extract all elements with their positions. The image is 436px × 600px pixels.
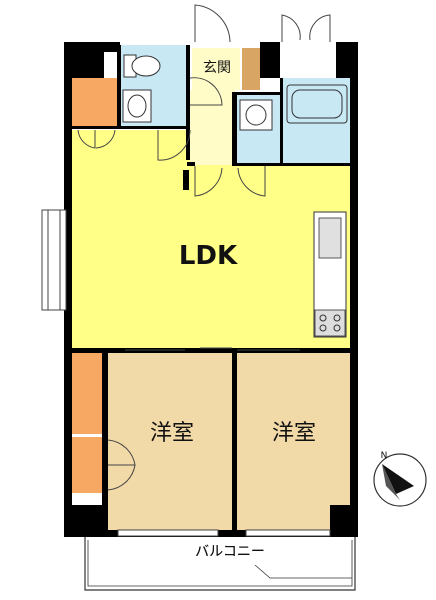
closet-top-left — [70, 78, 120, 126]
bay-window-left — [41, 209, 67, 311]
toilet-icon — [123, 54, 161, 78]
balcony-window-left — [117, 529, 219, 537]
western-room-right-label: 洋室 — [272, 421, 316, 446]
entrance-area — [192, 48, 240, 90]
wash-basin-icon — [122, 89, 152, 123]
bathtub-icon — [286, 84, 348, 124]
western-room-left-label: 洋室 — [150, 421, 194, 446]
balcony-label-fg: バルコニー — [195, 544, 265, 560]
closet-left-2 — [70, 437, 102, 493]
ldk-hall-extension — [190, 90, 235, 165]
windows — [41, 209, 331, 537]
north-label: N — [381, 451, 388, 461]
north-arrow-icon: N — [373, 451, 427, 507]
western-room-right-area — [237, 352, 352, 530]
entrance-label: 玄関 — [203, 59, 231, 76]
closet-left-1 — [70, 352, 102, 434]
door-swings — [77, 4, 331, 491]
kitchen-stove-icon — [314, 309, 346, 337]
balcony-label: バルコニー — [195, 544, 265, 560]
western-room-left-area — [108, 352, 234, 530]
ldk-label: LDK — [179, 241, 238, 271]
shoe-storage — [242, 48, 260, 90]
washing-machine-icon — [239, 99, 273, 131]
ldk-area — [70, 130, 355, 350]
balcony — [84, 537, 356, 591]
balcony-window-right — [245, 529, 331, 537]
